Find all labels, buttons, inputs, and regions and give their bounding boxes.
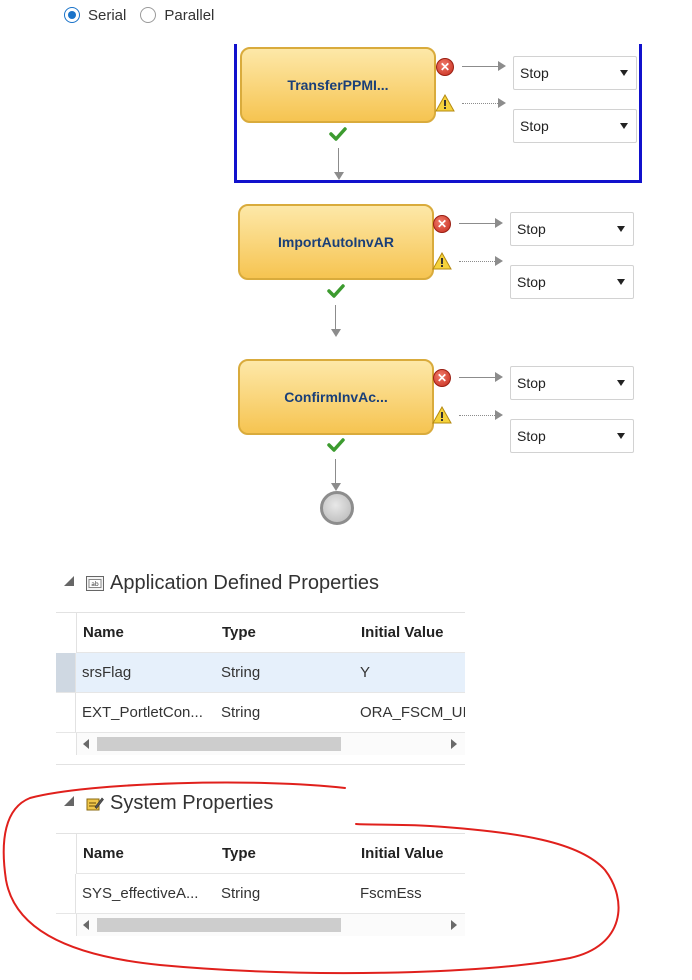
cell-name: srsFlag (82, 664, 132, 681)
column-header-name[interactable]: Name (83, 624, 124, 641)
row-selector (56, 693, 76, 732)
error-connector (459, 223, 497, 224)
collapse-triangle-icon[interactable] (64, 576, 74, 586)
system-properties-header: System Properties (86, 792, 273, 815)
error-circle-icon[interactable]: ✕ (436, 58, 454, 76)
column-header-initial-value[interactable]: Initial Value (361, 845, 444, 862)
execution-mode-radio-group: Serial Parallel (64, 4, 228, 26)
scrollbar-thumb[interactable] (97, 737, 341, 751)
arrow-head-icon (495, 218, 503, 228)
section-title: System Properties (110, 792, 274, 814)
svg-text:ab: ab (91, 581, 99, 588)
arrow-head-icon (495, 372, 503, 382)
scroll-right-icon[interactable] (451, 739, 457, 749)
step-node-confirminvac[interactable]: ConfirmInvAc... (238, 359, 434, 435)
chevron-down-icon (620, 123, 628, 129)
parallel-radio-label[interactable]: Parallel (164, 6, 215, 24)
section-title: Application Defined Properties (110, 572, 380, 594)
system-properties-table: Name Type Initial Value SYS_effectiveA..… (56, 833, 465, 936)
cell-initial-value: ORA_FSCM_UI (360, 704, 465, 721)
arrow-head-icon (495, 256, 503, 266)
collapse-triangle-icon[interactable] (64, 796, 74, 806)
step2-warning-action-select[interactable]: Stop (510, 265, 634, 299)
step-label: ImportAutoInvAR (278, 234, 394, 250)
checkmark-icon (327, 438, 345, 452)
step1-error-action-select[interactable]: Stop (513, 56, 637, 90)
arrow-head-icon (495, 410, 503, 420)
checkmark-icon (327, 284, 345, 298)
checkmark-icon (329, 127, 347, 141)
step-node-importautoinvar[interactable]: ImportAutoInvAR (238, 204, 434, 280)
edit-properties-icon (86, 797, 104, 811)
step2-error-action-select[interactable]: Stop (510, 212, 634, 246)
step3-error-action-select[interactable]: Stop (510, 366, 634, 400)
column-header-type[interactable]: Type (222, 845, 256, 862)
application-properties-header: ab Application Defined Properties (86, 572, 379, 595)
step3-warning-action-select[interactable]: Stop (510, 419, 634, 453)
application-properties-table: Name Type Initial Value srsFlag String Y… (56, 612, 465, 755)
end-node-icon (320, 491, 354, 525)
error-circle-icon[interactable]: ✕ (433, 215, 451, 233)
cell-name: EXT_PortletCon... (82, 704, 203, 721)
table-row[interactable]: SYS_effectiveA... String FscmEss (56, 874, 465, 914)
horizontal-scrollbar[interactable] (76, 733, 465, 755)
serial-radio[interactable] (64, 7, 80, 23)
warning-triangle-icon[interactable] (435, 94, 455, 112)
section-divider (56, 764, 465, 765)
warning-connector (459, 415, 497, 416)
flow-connector (335, 305, 336, 329)
table-header-row: Name Type Initial Value (76, 613, 465, 653)
chevron-down-icon (617, 433, 625, 439)
warning-triangle-icon[interactable] (432, 252, 452, 270)
table-row[interactable]: EXT_PortletCon... String ORA_FSCM_UI (56, 693, 465, 733)
step-label: TransferPPMI... (287, 77, 389, 93)
scroll-left-icon[interactable] (83, 920, 89, 930)
error-circle-icon[interactable]: ✕ (433, 369, 451, 387)
table-header-row: Name Type Initial Value (76, 834, 465, 874)
row-selector (56, 874, 76, 913)
chevron-down-icon (617, 279, 625, 285)
column-header-type[interactable]: Type (222, 624, 256, 641)
horizontal-scrollbar[interactable] (76, 914, 465, 936)
arrow-down-icon (331, 329, 341, 337)
arrow-down-icon (331, 483, 341, 491)
cell-type: String (221, 885, 261, 902)
scroll-right-icon[interactable] (451, 920, 457, 930)
parallel-radio[interactable] (140, 7, 157, 23)
warning-triangle-icon[interactable] (432, 406, 452, 424)
column-header-name[interactable]: Name (83, 845, 124, 862)
cell-type: String (221, 664, 261, 681)
flow-connector (335, 459, 336, 483)
step-node-transferppmi[interactable]: TransferPPMI... (240, 47, 436, 123)
flow-connector (338, 148, 339, 172)
row-selector (56, 653, 76, 692)
step1-warning-action-select[interactable]: Stop (513, 109, 637, 143)
chevron-down-icon (617, 380, 625, 386)
scroll-left-icon[interactable] (83, 739, 89, 749)
arrow-head-icon (498, 98, 506, 108)
column-header-initial-value[interactable]: Initial Value (361, 624, 444, 641)
cell-type: String (221, 704, 261, 721)
chevron-down-icon (617, 226, 625, 232)
scrollbar-thumb[interactable] (97, 918, 341, 932)
chevron-down-icon (620, 70, 628, 76)
step-label: ConfirmInvAc... (284, 389, 388, 405)
cell-initial-value: Y (360, 664, 371, 681)
table-row[interactable]: srsFlag String Y (56, 653, 465, 693)
arrow-head-icon (498, 61, 506, 71)
error-connector (459, 377, 497, 378)
selected-step-frame (234, 44, 642, 183)
warning-connector (459, 261, 497, 262)
annotation-circle (2, 781, 620, 975)
warning-connector (462, 103, 500, 104)
serial-radio-label[interactable]: Serial (88, 6, 127, 24)
error-connector (462, 66, 500, 67)
text-field-icon: ab (86, 576, 104, 591)
cell-name: SYS_effectiveA... (82, 885, 199, 902)
cell-initial-value: FscmEss (360, 885, 422, 902)
arrow-down-icon (334, 172, 344, 180)
